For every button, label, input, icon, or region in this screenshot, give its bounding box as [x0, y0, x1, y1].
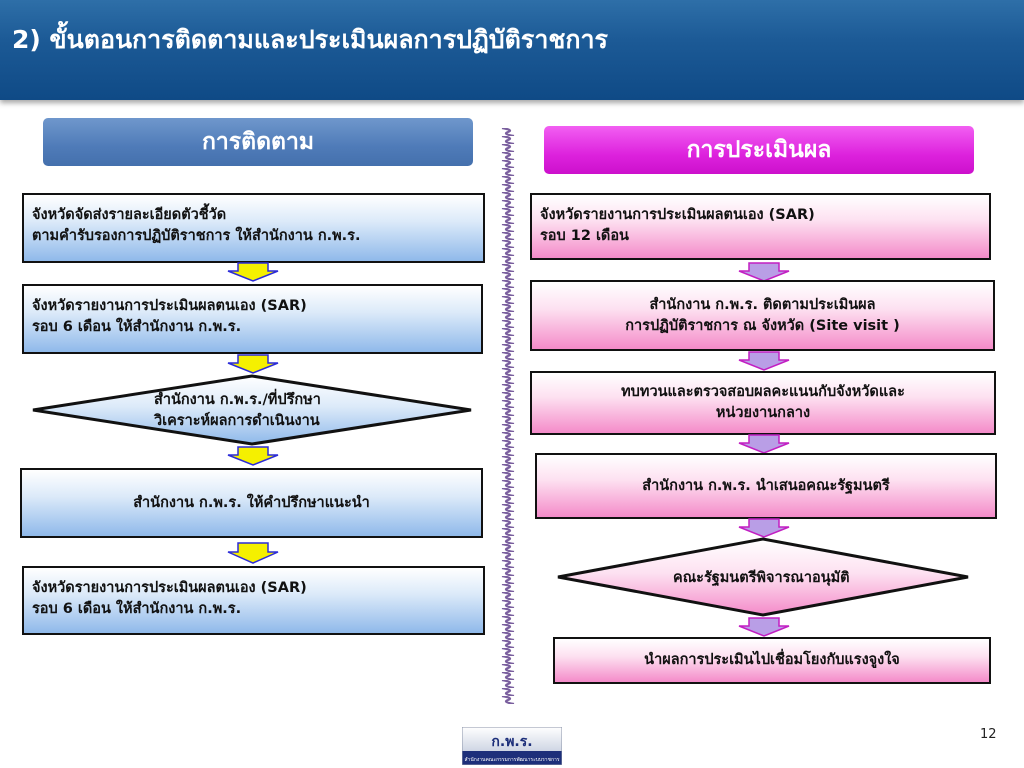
- down-arrow-icon: [227, 354, 279, 374]
- left-decision-line1: สำนักงาน ก.พ.ร./ที่ปรึกษา: [154, 392, 321, 408]
- svg-text:สำนักงานคณะกรรมการพัฒนาระบบราช: สำนักงานคณะกรรมการพัฒนาระบบราชการ: [464, 757, 559, 763]
- right-step-link-incentives: นำผลการประเมินไปเชื่อมโยงกับแรงจูงใจ: [553, 637, 991, 684]
- page-number: 12: [980, 727, 997, 742]
- right-step-review-scores: ทบทวนและตรวจสอบผลคะแนนกับจังหวัดและ หน่ว…: [530, 371, 996, 435]
- left-step4-line1: จังหวัดรายงานการประเมินผลตนเอง (SAR): [32, 580, 307, 596]
- slide-title: 2) ขั้นตอนการติดตามและประเมินผลการปฏิบัต…: [12, 25, 608, 54]
- opdc-logo: ก.พ.ร. สำนักงานคณะกรรมการพัฒนาระบบราชการ: [462, 727, 562, 765]
- down-arrow-icon: [738, 617, 790, 637]
- left-step-sar-6-months-repeat: จังหวัดรายงานการประเมินผลตนเอง (SAR) รอบ…: [22, 566, 485, 635]
- svg-text:ก.พ.ร.: ก.พ.ร.: [491, 734, 532, 750]
- right-step2-line1: สำนักงาน ก.พ.ร. ติดตามประเมินผล: [649, 296, 876, 313]
- left-step4-line2: รอบ 6 เดือน ให้สำนักงาน ก.พ.ร.: [32, 601, 242, 617]
- slide-header: 2) ขั้นตอนการติดตามและประเมินผลการปฏิบัต…: [0, 0, 1024, 100]
- left-step-consultation: สำนักงาน ก.พ.ร. ให้คำปรึกษาแนะนำ: [20, 468, 483, 538]
- left-decision-diamond: [32, 374, 472, 446]
- down-arrow-icon: [227, 446, 279, 466]
- down-arrow-icon: [738, 351, 790, 371]
- left-step1-line2: ตามคำรับรองการปฏิบัติราชการ ให้สำนักงาน …: [32, 228, 361, 244]
- down-arrow-icon: [738, 434, 790, 454]
- left-step1-line1: จังหวัดจัดส่งรายละเอียดตัวชี้วัด: [32, 207, 227, 223]
- right-step1-line2: รอบ 12 เดือน: [540, 228, 629, 244]
- right-step-sar-12-months: จังหวัดรายงานการประเมินผลตนเอง (SAR) รอบ…: [530, 193, 991, 260]
- down-arrow-icon: [738, 518, 790, 538]
- right-step3-line2: หน่วยงานกลาง: [715, 405, 811, 421]
- right-step4-text: สำนักงาน ก.พ.ร. นำเสนอคณะรัฐมนตรี: [642, 477, 890, 494]
- right-step-present-cabinet: สำนักงาน ก.พ.ร. นำเสนอคณะรัฐมนตรี: [535, 453, 997, 519]
- left-step2-line1: จังหวัดรายงานการประเมินผลตนเอง (SAR): [32, 298, 307, 314]
- left-decision-line2: วิเคราะห์ผลการดำเนินงาน: [154, 413, 320, 429]
- left-decision-text: สำนักงาน ก.พ.ร./ที่ปรึกษา วิเคราะห์ผลการ…: [154, 390, 321, 432]
- right-decision-diamond: [557, 537, 969, 617]
- right-step1-line1: จังหวัดรายงานการประเมินผลตนเอง (SAR): [540, 207, 815, 223]
- right-step5-text: นำผลการประเมินไปเชื่อมโยงกับแรงจูงใจ: [644, 652, 900, 668]
- evaluation-column-title: การประเมินผล: [544, 126, 974, 174]
- monitoring-column-title: การติดตาม: [43, 118, 473, 166]
- down-arrow-icon: [738, 262, 790, 282]
- left-step3-text: สำนักงาน ก.พ.ร. ให้คำปรึกษาแนะนำ: [133, 494, 370, 511]
- right-step2-line2: การปฏิบัติราชการ ณ จังหวัด (Site visit ): [625, 317, 900, 334]
- left-step-sar-6-months: จังหวัดรายงานการประเมินผลตนเอง (SAR) รอบ…: [22, 284, 483, 354]
- right-step3-line1: ทบทวนและตรวจสอบผลคะแนนกับจังหวัดและ: [621, 384, 905, 400]
- right-step-site-visit: สำนักงาน ก.พ.ร. ติดตามประเมินผล การปฏิบั…: [530, 280, 995, 351]
- down-arrow-icon: [227, 542, 279, 564]
- left-step-send-kpi-details: จังหวัดจัดส่งรายละเอียดตัวชี้วัด ตามคำรั…: [22, 193, 485, 263]
- left-step2-line2: รอบ 6 เดือน ให้สำนักงาน ก.พ.ร.: [32, 319, 242, 335]
- right-decision-text: คณะรัฐมนตรีพิจารณาอนุมัติ: [673, 570, 850, 586]
- down-arrow-icon: [227, 262, 279, 282]
- column-divider: [498, 128, 518, 704]
